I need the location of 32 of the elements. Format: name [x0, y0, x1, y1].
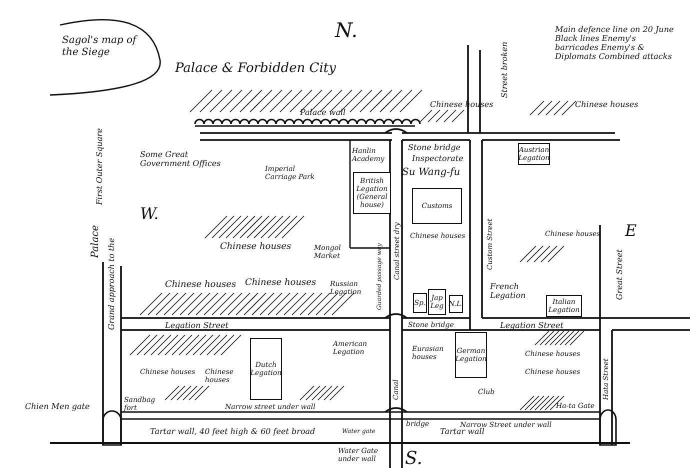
- building-box: [428, 289, 446, 315]
- area-label: Chinese houses: [575, 100, 638, 109]
- building-box: [412, 188, 462, 224]
- bridge-name: Stone bridge: [408, 143, 460, 152]
- area-label: First Outer Square: [95, 128, 104, 205]
- building-box: [413, 293, 427, 313]
- street-name: Legation Street: [165, 321, 228, 330]
- area-label: Chinese houses: [220, 242, 292, 252]
- gate-name: Chien Men gate: [25, 402, 90, 411]
- building-name: French Legation: [490, 282, 527, 300]
- street-name: Legation Street: [500, 321, 564, 330]
- area-label: Chinese houses: [245, 278, 316, 288]
- wall-name: Palace wall: [300, 108, 346, 117]
- place-name: Palace: [90, 225, 101, 258]
- road-name: Grand approach to the: [107, 238, 116, 330]
- compass-letter: W.: [140, 205, 159, 222]
- street-name: Great Street: [615, 249, 624, 300]
- street-name: Street broken: [500, 42, 509, 98]
- note: Main defence line on 20 June Black lines Enemy's barricades Enemy's & Diplomats Combined attacks: [555, 25, 675, 61]
- area-label: Palace & Forbidden City: [175, 62, 336, 76]
- compass-letter: N.: [335, 20, 358, 41]
- building-name: Some Great Government Offices: [140, 150, 222, 168]
- building-box: [455, 332, 487, 378]
- compass-letter: E: [625, 222, 637, 239]
- map-title: Sagol's map of the Siege: [62, 35, 139, 59]
- wall-name: Tartar wall: [440, 427, 484, 436]
- building-name: Inspectorate: [412, 154, 464, 163]
- building-box: [353, 172, 391, 214]
- building-box: [250, 338, 282, 400]
- compass-letter: S.: [405, 449, 422, 468]
- area-label: Chinese houses: [165, 280, 236, 290]
- wall-name: Tartar wall, 40 feet high & 60 feet broad: [150, 427, 316, 436]
